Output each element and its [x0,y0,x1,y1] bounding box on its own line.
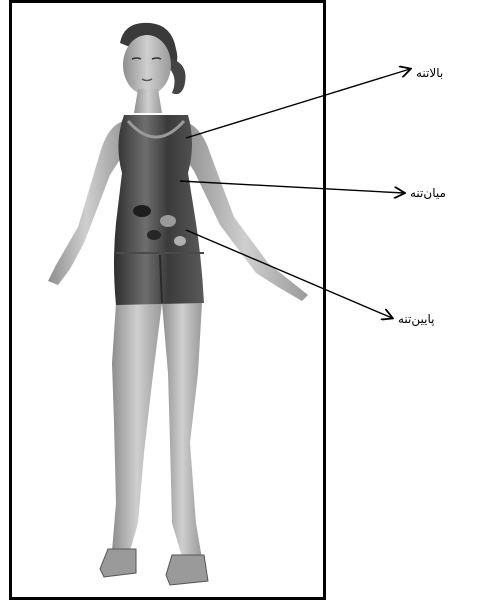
label-lower-body: پایین‌تنه [398,312,435,326]
label-mid-body: میان‌تنه [410,186,446,200]
arrow-lower-body [186,230,392,318]
arrow-upper-body [186,69,410,138]
label-upper-body: بالاتنه [416,66,443,80]
arrow-mid-body [180,181,404,193]
